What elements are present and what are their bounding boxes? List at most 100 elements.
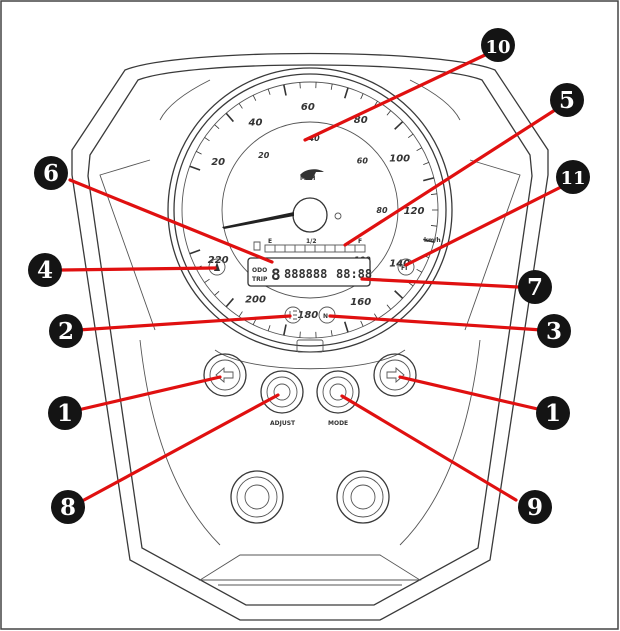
callout-marker-1-right: 1	[536, 396, 570, 430]
callout-line-7	[360, 277, 520, 289]
left-arrow-icon	[215, 367, 234, 383]
svg-text:1: 1	[545, 400, 561, 427]
callout-line-10	[303, 53, 487, 142]
callout-line-8	[82, 393, 280, 502]
callout-line-11	[404, 183, 567, 267]
callout-marker-3: 3	[537, 314, 571, 348]
callout-line-6	[68, 178, 274, 264]
speedometer-ticks	[189, 82, 438, 338]
speedometer-tick	[283, 84, 287, 96]
speedometer-tick	[343, 87, 349, 99]
right-lower-knob	[336, 470, 390, 524]
speedometer-tick	[394, 290, 404, 299]
fuel-full-label: F	[358, 238, 362, 245]
speedometer-tick	[252, 95, 257, 101]
lcd-display: ODO TRIP 8 888888 88:88	[247, 257, 372, 287]
speedometer-tick	[283, 324, 287, 336]
outer-scale-number: 120	[404, 206, 425, 217]
speedometer-tick	[204, 278, 210, 283]
speedometer-tick	[386, 304, 392, 310]
outer-scale-number: 160	[350, 297, 371, 308]
callout-line-2	[76, 314, 292, 332]
svg-text:5: 5	[559, 87, 575, 114]
outer-unit-label: km/h	[424, 237, 441, 244]
callout-marker-4: 4	[28, 253, 62, 287]
svg-text:6: 6	[43, 160, 59, 187]
fuel-half-label: 1/2	[306, 238, 317, 245]
speedometer-tick	[430, 225, 438, 227]
speedometer-tick	[408, 133, 414, 138]
fuel-gauge: E 1/2 F	[253, 238, 366, 253]
svg-text:4: 4	[37, 257, 53, 284]
callout-line-1-left	[76, 375, 222, 412]
fuel-empty-label: E	[268, 238, 272, 245]
speedometer-tick	[238, 103, 243, 109]
outer-scale-number: 60	[301, 102, 315, 113]
callout-line-1-right	[398, 375, 544, 412]
callout-marker-2: 2	[49, 314, 83, 348]
brand-logo-icon	[300, 169, 324, 180]
outer-scale-number: 200	[245, 295, 266, 306]
svg-text:3: 3	[546, 318, 562, 345]
speedometer-tick	[423, 177, 435, 182]
left-lower-knob	[230, 470, 284, 524]
speedometer-tick	[204, 137, 210, 142]
adjust-button[interactable]: ADJUST	[260, 370, 304, 427]
mode-button[interactable]: MODE	[316, 370, 360, 427]
callout-line-3	[328, 314, 544, 332]
speedometer-tick	[360, 320, 364, 327]
inner-scale-number: 80	[376, 206, 388, 215]
speedometer-tick	[189, 249, 201, 255]
fi-label: FI	[401, 265, 407, 272]
speedometer-tick	[189, 165, 201, 171]
callout-marker-5: 5	[550, 83, 584, 117]
callout-marker-10: 10	[481, 28, 515, 62]
speedometer-tick	[330, 83, 333, 90]
speedometer-tick	[430, 193, 438, 195]
callout-markers: 1 1 2 3 4 5 6 7	[28, 28, 590, 524]
speedometer-tick	[343, 321, 349, 333]
callout-marker-6: 6	[34, 156, 68, 190]
outer-scale-number: 100	[389, 153, 410, 164]
speedometer-tick	[196, 150, 202, 155]
outer-scale-number: 140	[389, 259, 410, 270]
left-turn-indicator	[203, 353, 247, 397]
speedometer-tick	[267, 88, 271, 95]
right-arrow-icon	[386, 367, 405, 383]
lcd-trip-label: TRIP	[252, 276, 268, 283]
svg-text:2: 2	[58, 318, 74, 345]
speedometer-tick	[330, 330, 333, 337]
lcd-odometer: 888888	[284, 267, 327, 281]
callout-line-4	[60, 266, 217, 272]
speedometer-tick	[214, 291, 220, 296]
svg-text:10: 10	[485, 37, 510, 58]
speedometer-tick	[225, 297, 234, 308]
callout-line-5	[343, 108, 557, 247]
speedometer-tick	[423, 238, 435, 243]
inner-scale-number: 20	[258, 151, 270, 160]
outer-scale-number: 40	[248, 117, 263, 128]
callout-marker-8: 8	[51, 490, 85, 524]
svg-text:8: 8	[60, 494, 76, 521]
fuel-pump-icon	[253, 241, 261, 251]
speedometer-tick	[416, 268, 423, 273]
speedometer-tick	[416, 147, 423, 152]
mode-button-label: MODE	[328, 420, 348, 427]
speedometer-tick	[386, 110, 392, 116]
speedometer-tick	[360, 93, 364, 100]
needle-hub	[292, 197, 328, 233]
speedometer-tick	[394, 121, 404, 130]
speedometer-needle	[222, 212, 294, 229]
inner-scale-number: 40	[308, 134, 321, 143]
speedometer-tick	[267, 325, 271, 332]
callout-marker-7: 7	[518, 270, 552, 304]
svg-text:N: N	[323, 313, 328, 320]
adjust-button-label: ADJUST	[270, 420, 296, 427]
cluster-housing	[71, 52, 549, 621]
speedometer-tick	[214, 124, 220, 129]
callout-marker-11: 11	[556, 160, 590, 194]
callout-marker-9: 9	[518, 490, 552, 524]
